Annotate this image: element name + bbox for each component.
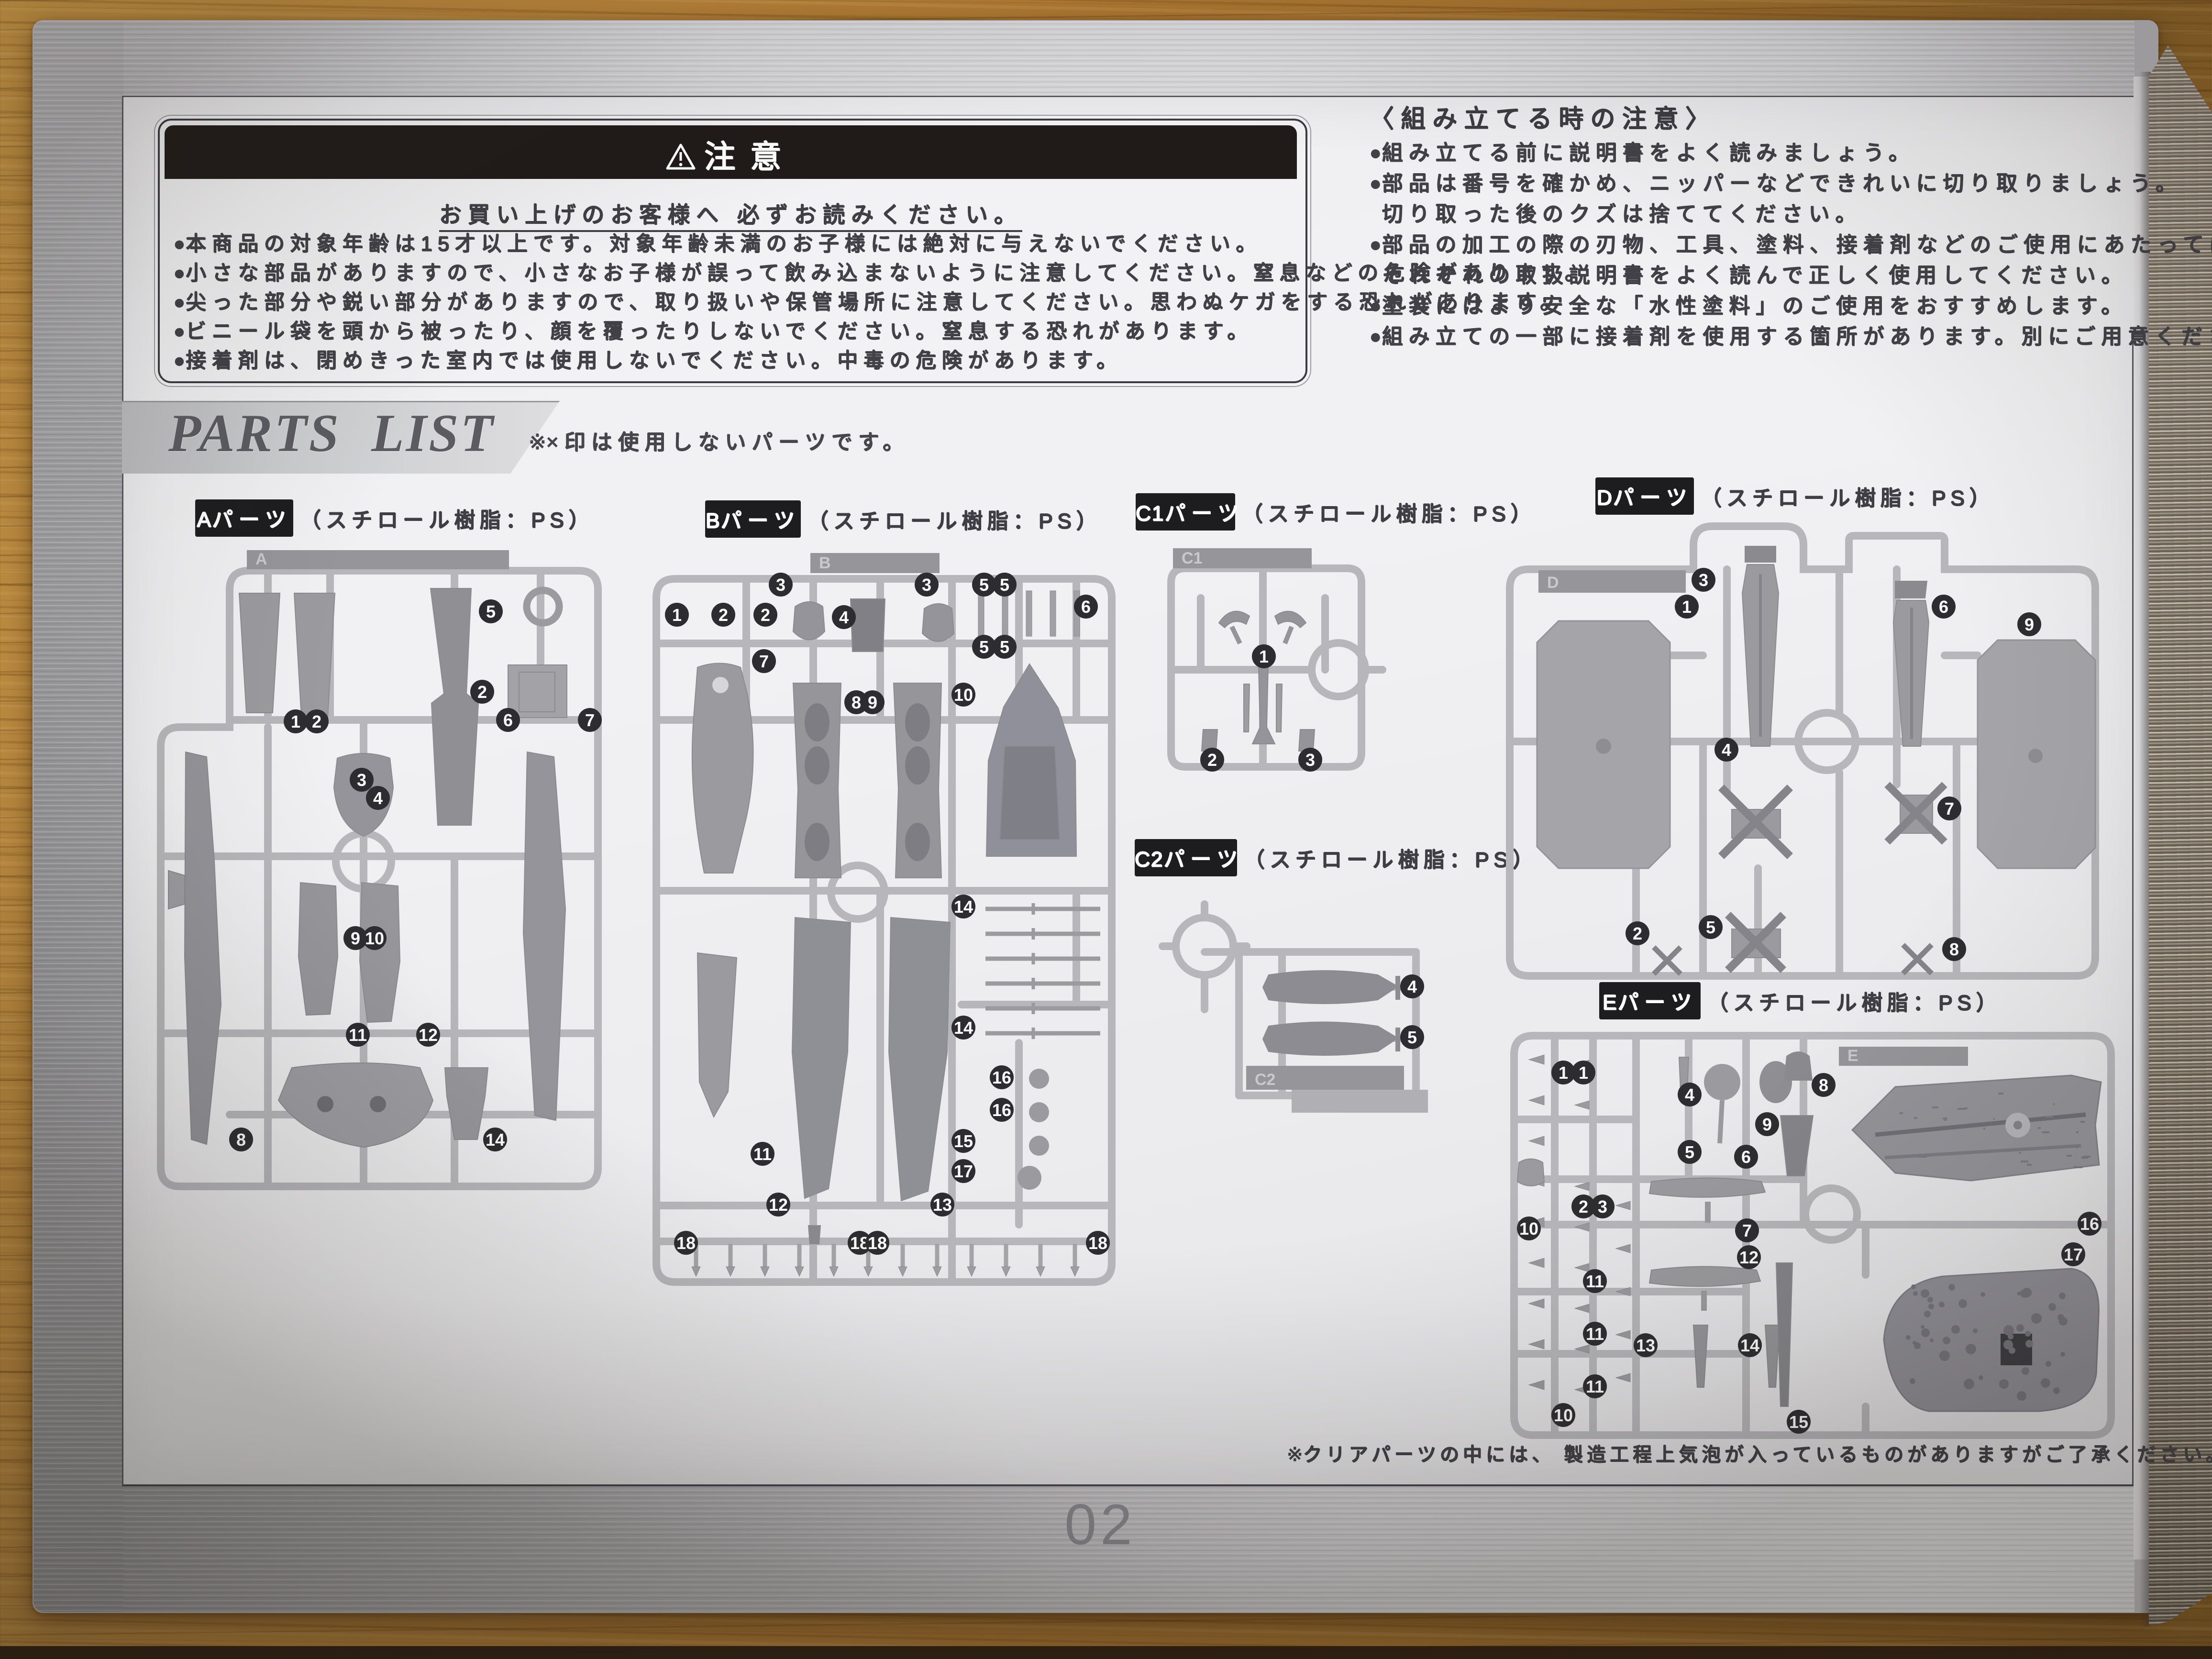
svg-text:9: 9 [1762, 1115, 1772, 1134]
svg-text:12: 12 [419, 1025, 438, 1045]
svg-text:1: 1 [291, 712, 300, 731]
svg-text:4: 4 [373, 788, 383, 808]
svg-text:2: 2 [1207, 750, 1217, 770]
svg-text:1: 1 [1259, 647, 1269, 666]
svg-text:7: 7 [759, 652, 769, 671]
svg-text:8: 8 [236, 1130, 246, 1150]
svg-text:4: 4 [1722, 740, 1731, 760]
svg-text:2: 2 [719, 605, 728, 625]
svg-text:4: 4 [1407, 977, 1417, 996]
svg-text:6: 6 [503, 710, 513, 730]
svg-text:3: 3 [922, 575, 931, 595]
svg-text:9: 9 [2024, 615, 2034, 634]
svg-text:5: 5 [1407, 1028, 1417, 1047]
svg-text:14: 14 [1740, 1336, 1759, 1355]
svg-text:14: 14 [486, 1130, 505, 1150]
svg-text:1: 1 [672, 605, 682, 625]
svg-text:12: 12 [1739, 1248, 1759, 1267]
svg-text:11: 11 [1586, 1272, 1604, 1291]
svg-text:2: 2 [761, 605, 770, 625]
svg-text:1: 1 [1682, 597, 1692, 617]
svg-text:4: 4 [839, 608, 849, 627]
svg-text:E: E [1847, 1047, 1858, 1065]
svg-text:3: 3 [1598, 1197, 1607, 1217]
svg-text:5: 5 [1706, 918, 1715, 937]
svg-text:C1: C1 [1182, 549, 1202, 567]
svg-text:4: 4 [1685, 1085, 1694, 1105]
svg-text:3: 3 [1305, 750, 1315, 770]
svg-text:6: 6 [1081, 597, 1091, 617]
svg-text:6: 6 [1939, 597, 1948, 617]
svg-text:10: 10 [1554, 1405, 1573, 1425]
svg-text:7: 7 [1945, 799, 1954, 818]
svg-text:6: 6 [1741, 1147, 1751, 1167]
svg-text:D: D [1547, 574, 1559, 592]
svg-text:1: 1 [1559, 1063, 1568, 1083]
svg-text:14: 14 [954, 1018, 973, 1038]
svg-text:5: 5 [486, 602, 496, 621]
svg-text:8: 8 [1949, 940, 1959, 959]
svg-text:3: 3 [1699, 570, 1708, 590]
svg-text:11: 11 [1586, 1377, 1604, 1396]
svg-text:11: 11 [349, 1025, 367, 1045]
svg-text:3: 3 [776, 575, 785, 595]
svg-text:2: 2 [312, 712, 321, 731]
svg-text:13: 13 [1636, 1336, 1655, 1355]
svg-text:13: 13 [933, 1195, 952, 1215]
svg-text:7: 7 [1742, 1221, 1752, 1240]
svg-text:10: 10 [365, 929, 384, 948]
svg-text:5: 5 [1000, 637, 1009, 657]
svg-text:15: 15 [1789, 1412, 1808, 1432]
svg-text:11: 11 [1586, 1324, 1604, 1344]
svg-text:12: 12 [769, 1195, 788, 1215]
svg-text:5: 5 [1685, 1142, 1694, 1162]
svg-text:5: 5 [979, 575, 989, 595]
svg-text:16: 16 [992, 1068, 1011, 1087]
svg-text:15: 15 [954, 1131, 973, 1151]
svg-text:7: 7 [585, 710, 595, 730]
svg-text:17: 17 [954, 1161, 973, 1181]
svg-text:C2: C2 [1255, 1071, 1275, 1089]
svg-text:10: 10 [1519, 1219, 1538, 1239]
svg-text:2: 2 [477, 682, 487, 702]
svg-text:18: 18 [676, 1233, 696, 1253]
svg-text:18: 18 [1088, 1233, 1107, 1253]
svg-text:2: 2 [1633, 924, 1642, 943]
svg-text:1: 1 [1579, 1063, 1588, 1083]
svg-text:A: A [255, 550, 267, 568]
svg-text:5: 5 [979, 637, 989, 657]
svg-text:16: 16 [992, 1100, 1011, 1120]
svg-text:14: 14 [954, 897, 973, 917]
svg-text:9: 9 [351, 929, 360, 948]
svg-text:17: 17 [2064, 1245, 2083, 1264]
svg-text:11: 11 [753, 1144, 772, 1164]
svg-text:3: 3 [357, 770, 366, 790]
svg-text:8: 8 [1819, 1075, 1828, 1095]
svg-text:B: B [819, 554, 831, 572]
svg-text:9: 9 [868, 693, 877, 712]
svg-text:5: 5 [1000, 575, 1009, 595]
svg-text:8: 8 [852, 693, 861, 712]
svg-text:10: 10 [954, 685, 973, 705]
svg-text:16: 16 [2080, 1214, 2099, 1234]
svg-text:2: 2 [1579, 1197, 1588, 1217]
svg-text:18: 18 [868, 1233, 887, 1253]
